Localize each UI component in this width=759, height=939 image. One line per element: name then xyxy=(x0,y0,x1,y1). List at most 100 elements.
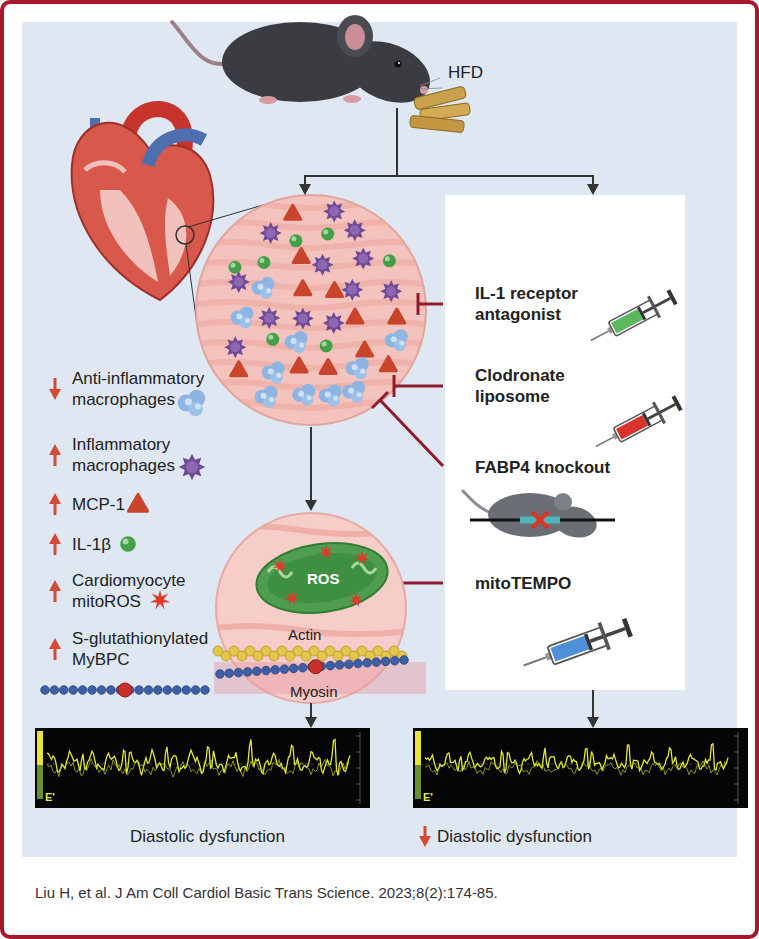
green-cell xyxy=(321,228,334,241)
tri-cell xyxy=(357,342,373,356)
art-shape xyxy=(355,550,370,565)
mybpc-chain xyxy=(41,683,210,697)
art-shape xyxy=(298,314,308,324)
decrease-arrow xyxy=(49,378,61,400)
purple-cell xyxy=(323,200,345,222)
art-shape xyxy=(228,271,250,293)
art-shape xyxy=(383,254,396,267)
art-shape xyxy=(389,309,405,323)
tri-cell xyxy=(389,309,405,323)
green-cell xyxy=(289,234,302,247)
art-shape xyxy=(97,686,106,695)
green-cell xyxy=(320,339,333,352)
mouse-illustration xyxy=(172,15,442,114)
blue-cell xyxy=(231,307,254,329)
art-shape xyxy=(381,657,390,666)
connector-line xyxy=(592,690,594,719)
art-shape xyxy=(380,280,402,302)
art-shape xyxy=(348,388,354,394)
mouse-illustration-part xyxy=(345,24,365,50)
art-shape xyxy=(291,358,307,372)
art-shape xyxy=(299,663,308,672)
tri-cell xyxy=(128,494,147,511)
art-shape xyxy=(216,670,225,679)
art-shape xyxy=(262,666,271,675)
art-shape xyxy=(191,686,200,695)
art-shape xyxy=(150,590,170,610)
cardiomyocyte-circle-part xyxy=(264,547,380,610)
art-shape xyxy=(280,665,289,674)
tri-cell xyxy=(231,362,247,376)
color-bar xyxy=(37,731,43,765)
art-shape xyxy=(225,669,234,678)
art-shape xyxy=(352,248,374,270)
arrowhead xyxy=(587,717,599,728)
knockout-mouse-part xyxy=(532,512,548,528)
art-shape xyxy=(41,686,50,695)
blue-cell xyxy=(285,331,308,353)
art-shape xyxy=(257,256,270,269)
art-shape xyxy=(120,536,136,552)
node-label: mitoTEMPO xyxy=(475,573,675,594)
art-shape xyxy=(258,307,280,329)
art-shape xyxy=(317,260,327,270)
art-shape xyxy=(49,389,61,400)
blue-cell xyxy=(178,390,206,416)
art-shape xyxy=(358,254,368,264)
blue-cell xyxy=(255,386,278,408)
node-label: HFD xyxy=(448,62,483,83)
blue-cell xyxy=(251,277,274,299)
tissue-circle-part xyxy=(196,195,426,425)
art-shape xyxy=(363,659,372,668)
green-cell xyxy=(120,536,136,552)
art-shape xyxy=(49,580,61,591)
art-shape xyxy=(323,230,328,235)
art-shape xyxy=(391,656,400,665)
increase-arrow xyxy=(49,638,61,660)
art-shape xyxy=(307,395,312,400)
mouse-illustration-part xyxy=(259,96,277,104)
syringe-icon xyxy=(585,286,679,351)
art-shape xyxy=(386,286,396,296)
color-bar xyxy=(415,765,421,799)
cardiomyocyte-circle-part xyxy=(352,563,376,573)
art-shape xyxy=(335,661,344,670)
art-shape xyxy=(231,362,247,376)
art-shape xyxy=(285,205,301,219)
blue-cell xyxy=(319,384,342,406)
node-label: Clodronate liposome xyxy=(475,365,615,407)
purple-cell xyxy=(179,454,205,480)
art-shape xyxy=(185,398,192,405)
flow-arrow-part xyxy=(310,427,312,501)
art-shape xyxy=(252,667,261,676)
star-cell xyxy=(273,558,288,573)
cardiomyocyte-circle-part xyxy=(200,526,420,634)
art-shape xyxy=(60,686,69,695)
intervention-panel: IL-1 receptor antagonistClodronate lipos… xyxy=(445,195,685,690)
chow-illustration xyxy=(410,86,471,133)
art-shape xyxy=(268,369,274,375)
increase-arrow xyxy=(49,580,61,602)
art-shape xyxy=(266,288,271,293)
art-shape xyxy=(341,279,363,301)
art-shape xyxy=(327,283,343,297)
art-shape xyxy=(269,397,274,402)
cardiomyocyte-circle xyxy=(200,513,426,703)
art-shape xyxy=(186,461,198,473)
flow-arrow xyxy=(587,690,599,728)
art-shape xyxy=(268,335,273,340)
purple-cell xyxy=(323,312,345,334)
art-shape xyxy=(350,225,360,235)
art-shape xyxy=(345,660,354,669)
legend-label: Anti-inflammatory macrophages xyxy=(72,368,222,410)
art-shape xyxy=(293,249,309,263)
art-shape xyxy=(309,660,323,674)
zoom-circle xyxy=(176,226,194,244)
art-shape xyxy=(49,444,61,455)
inhibition-bars-part xyxy=(372,392,388,408)
art-shape xyxy=(49,638,61,649)
increase-arrow xyxy=(49,444,61,466)
blue-cell xyxy=(385,329,408,351)
inhibition-bars-part xyxy=(398,582,443,585)
